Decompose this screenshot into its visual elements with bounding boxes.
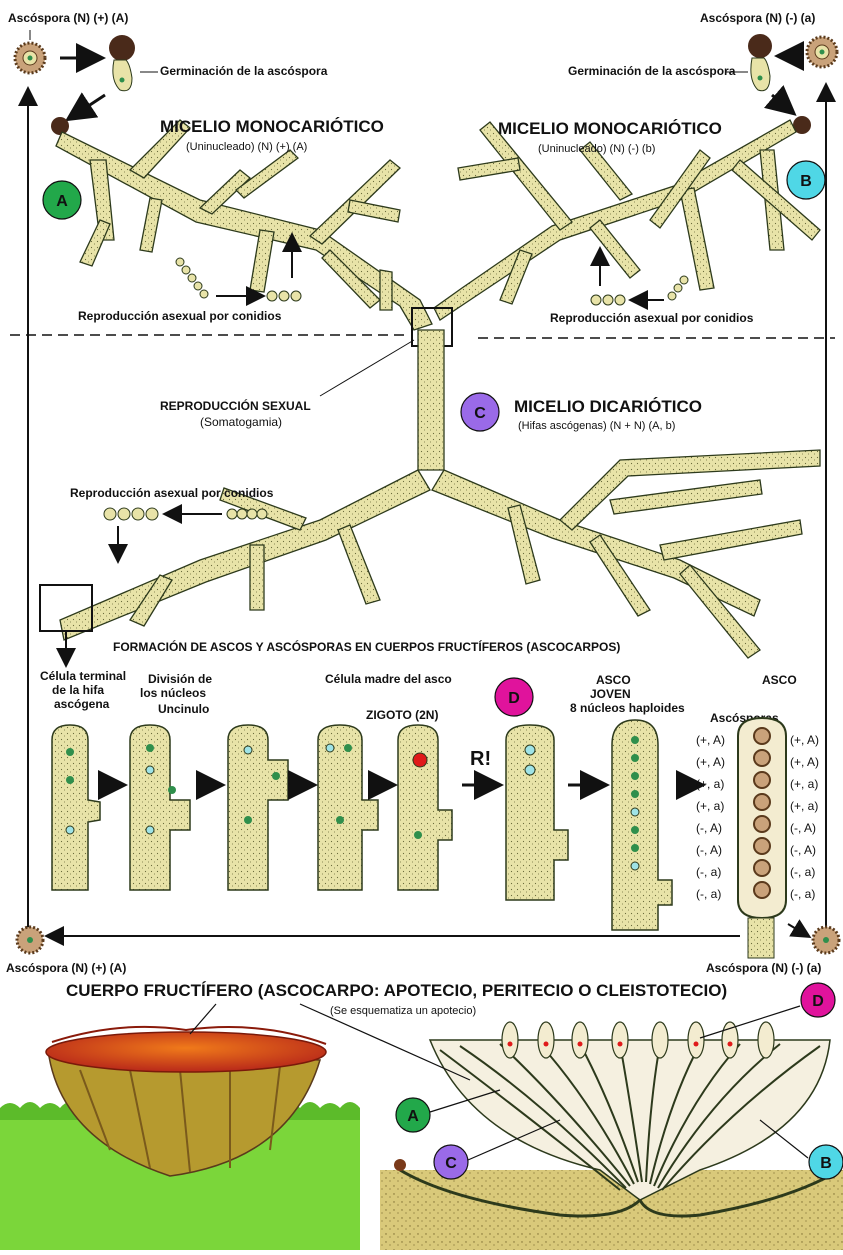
mycelium-sub-left: (Uninucleado) (N) (+) (A) <box>186 141 307 153</box>
dikaryotic-title: MICELIO DICARIÓTICO <box>514 397 702 416</box>
ascospore-label-bottom-right: Ascóspora (N) (-) (a) <box>706 961 821 975</box>
svg-text:(+, a): (+, a) <box>790 777 818 791</box>
terminal-cell-line1: Célula terminal <box>40 669 126 683</box>
asexual-label-middle: Reproducción asexual por conidios <box>70 486 274 500</box>
meiosis-label: R! <box>470 748 491 770</box>
ascospore-bottom-right <box>813 927 839 953</box>
genotype-labels-right: (+, A) (+, A) (+, a) (+, a) (-, A) (-, A… <box>790 733 819 901</box>
svg-text:(+, A): (+, A) <box>790 733 819 747</box>
svg-text:(-, A): (-, A) <box>696 843 722 857</box>
badge-A-top: A <box>43 181 81 219</box>
svg-text:(-, a): (-, a) <box>790 887 815 901</box>
ascospore-label-bottom-left: Ascóspora (N) (+) (A) <box>6 961 126 975</box>
mycelium-sub-right: (Uninucleado) (N) (-) (b) <box>538 143 655 155</box>
germination-label-top-left: Germinación de la ascóspora <box>160 64 328 78</box>
badge-B-top: B <box>787 161 825 199</box>
terminal-cell-line2: de la hifa <box>52 683 104 697</box>
badge-C-bottom: C <box>434 1145 468 1179</box>
genotype-labels-left: (+, A) (+, A) (+, a) (+, a) (-, A) (-, A… <box>696 733 725 901</box>
terminal-cell-line3: ascógena <box>54 697 110 711</box>
germinating-spore-top-left <box>109 35 135 91</box>
young-asco-line1: ASCO <box>596 673 631 687</box>
stage-cells <box>52 720 672 930</box>
svg-text:D: D <box>508 690 520 707</box>
svg-text:C: C <box>445 1155 457 1172</box>
uncinulo-label: Uncinulo <box>158 702 209 716</box>
dikaryotic-sub: (Hifas ascógenas) (N + N) (A, b) <box>518 420 675 432</box>
svg-text:B: B <box>820 1155 832 1172</box>
apothecium-illustration <box>0 1027 360 1250</box>
germinating-spore-top-right <box>748 34 772 91</box>
asco-label: ASCO <box>762 673 797 687</box>
svg-text:(-, a): (-, a) <box>790 865 815 879</box>
svg-text:(-, a): (-, a) <box>696 865 721 879</box>
svg-text:D: D <box>812 993 824 1010</box>
svg-text:(-, a): (-, a) <box>696 887 721 901</box>
fruiting-body-title: CUERPO FRUCTÍFERO (ASCOCARPO: APOTECIO, … <box>66 981 727 1000</box>
zygote-label: ZIGOTO (2N) <box>366 708 438 722</box>
badge-D-stages: D <box>495 678 533 716</box>
svg-text:(+, a): (+, a) <box>696 799 724 813</box>
svg-text:(-, A): (-, A) <box>790 843 816 857</box>
asexual-label-top-left: Reproducción asexual por conidios <box>78 309 282 323</box>
svg-text:A: A <box>407 1108 419 1125</box>
badge-A-bottom: A <box>396 1098 430 1132</box>
asexual-label-top-right: Reproducción asexual por conidios <box>550 311 754 325</box>
ascospore-label-top-right: Ascóspora (N) (-) (a) <box>700 11 815 25</box>
svg-text:(+, A): (+, A) <box>696 755 725 769</box>
mature-asco <box>738 718 786 958</box>
ascospore-bottom-left <box>17 927 43 953</box>
mycelium-title-left: MICELIO MONOCARIÓTICO <box>160 117 384 136</box>
svg-text:(+, A): (+, A) <box>696 733 725 747</box>
sexual-reproduction-title: REPRODUCCIÓN SEXUAL <box>160 398 311 413</box>
division-line2: los núcleos <box>140 686 206 700</box>
svg-text:(+, a): (+, a) <box>696 777 724 791</box>
ascospore-top-left <box>15 43 45 73</box>
badge-B-bottom: B <box>809 1145 843 1179</box>
germination-label-top-right: Germinación de la ascóspora <box>568 64 736 78</box>
svg-text:(+, a): (+, a) <box>790 799 818 813</box>
mother-cell-label: Célula madre del asco <box>325 672 452 686</box>
svg-text:B: B <box>800 173 812 190</box>
spore-tip-left <box>51 117 69 135</box>
svg-text:A: A <box>56 193 68 210</box>
division-line1: División de <box>148 672 212 686</box>
young-asco-line2: JOVEN <box>590 687 631 701</box>
svg-text:(-, A): (-, A) <box>790 821 816 835</box>
svg-text:C: C <box>474 405 486 422</box>
formation-title: FORMACIÓN DE ASCOS Y ASCÓSPORAS EN CUERP… <box>113 639 620 654</box>
sexual-reproduction-sub: (Somatogamia) <box>200 415 282 429</box>
svg-text:(+, A): (+, A) <box>790 755 819 769</box>
mycelium-title-right: MICELIO MONOCARIÓTICO <box>498 119 722 138</box>
ascospore-top-right <box>807 37 837 67</box>
badge-C-middle: C <box>461 393 499 431</box>
fruiting-body-subtitle: (Se esquematiza un apotecio) <box>330 1005 476 1017</box>
ascospore-label-top-left: Ascóspora (N) (+) (A) <box>8 11 128 25</box>
young-asco-line3: 8 núcleos haploides <box>570 701 685 715</box>
conidia-chain-left <box>176 258 301 301</box>
badge-D-bottom: D <box>801 983 835 1017</box>
svg-text:(-, A): (-, A) <box>696 821 722 835</box>
apothecium-section <box>380 1022 843 1250</box>
